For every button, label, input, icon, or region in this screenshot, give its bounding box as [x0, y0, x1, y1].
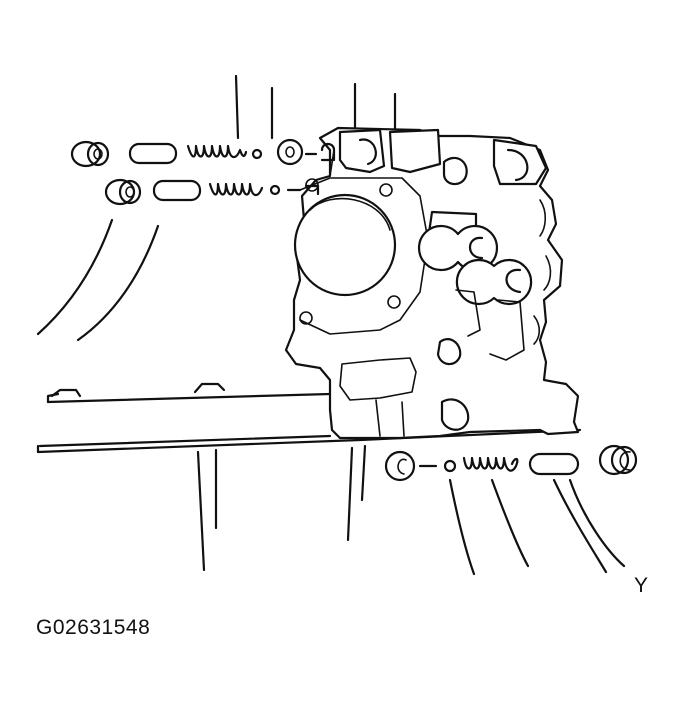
upper-pipes	[234, 74, 397, 140]
ball-1	[251, 148, 263, 160]
spring-2	[208, 182, 264, 197]
case-plates	[36, 382, 582, 454]
lower-rods	[196, 444, 367, 572]
valve-3	[528, 452, 580, 476]
figure-id: G02631548	[36, 616, 151, 639]
plug-2	[104, 178, 142, 206]
leader-lines	[448, 478, 626, 576]
callout-label-y: Y	[634, 574, 648, 597]
plug-3	[598, 444, 638, 476]
retainer-1	[276, 138, 304, 166]
ball-2	[269, 184, 281, 196]
valve-train-upper-2	[104, 178, 320, 206]
valve-1	[128, 142, 178, 165]
valve-body-housing	[284, 126, 580, 440]
retainer-3	[384, 450, 416, 482]
spring-1	[186, 144, 248, 159]
valve-train-lower	[384, 444, 638, 482]
valve-train-upper-1	[70, 138, 336, 168]
spring-3	[462, 456, 519, 472]
valve-2	[152, 179, 202, 202]
background-curves	[36, 218, 160, 342]
ball-3	[443, 459, 457, 473]
plug-1	[70, 140, 110, 168]
